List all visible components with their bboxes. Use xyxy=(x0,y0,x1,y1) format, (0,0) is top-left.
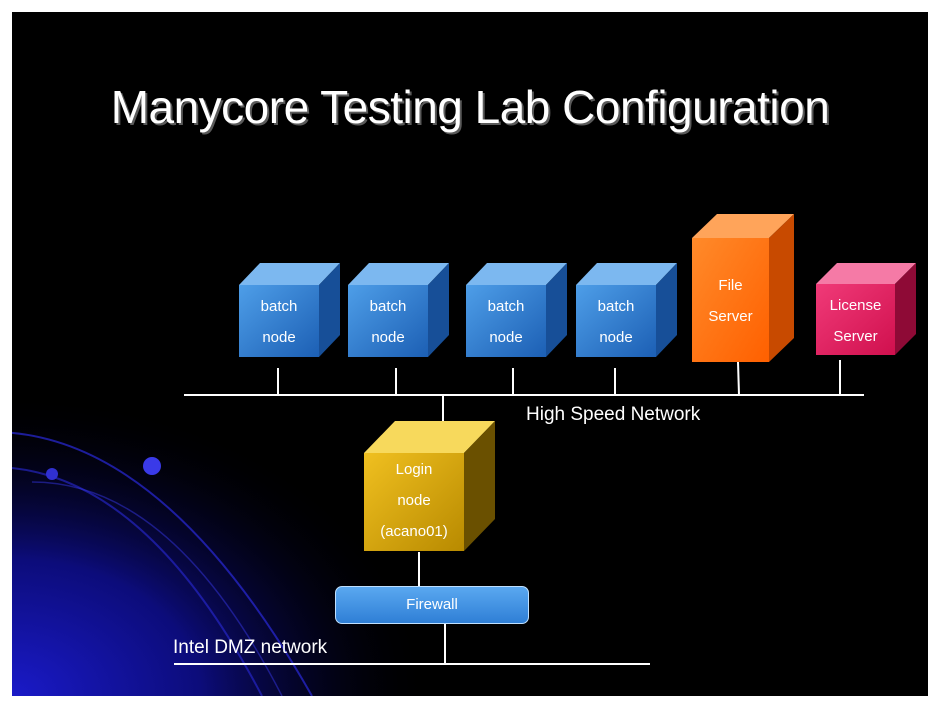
batch-node-2-line2: node xyxy=(371,329,405,346)
firewall: Firewall xyxy=(335,586,529,624)
batch-node-3-line2: node xyxy=(489,329,523,346)
login-node-line3: (acano01) xyxy=(380,523,448,540)
license-server: License Server xyxy=(816,290,895,352)
license-server-shape xyxy=(816,263,916,355)
file-server: File Server xyxy=(692,270,769,332)
file-server-line2: Server xyxy=(708,308,753,325)
file-server-shape xyxy=(692,214,794,362)
batch-node-1-shape xyxy=(239,263,340,357)
network-lines xyxy=(174,360,864,665)
batch-node-3-shape xyxy=(466,263,567,357)
slide-title: Manycore Testing Lab Configuration xyxy=(110,81,830,133)
batch-node-2: batch node xyxy=(348,291,428,353)
batch-node-3: batch node xyxy=(466,291,546,353)
file-server-link xyxy=(737,361,740,396)
license-server-line2: Server xyxy=(833,328,878,345)
batch-node-1-line1: batch xyxy=(260,298,298,315)
batch-node-4-line1: batch xyxy=(597,298,635,315)
diagram-canvas xyxy=(12,214,916,696)
login-node-line1: Login xyxy=(395,461,433,478)
batch-node-1: batch node xyxy=(239,291,319,353)
login-node-line2: node xyxy=(397,492,431,509)
batch-node-2-shape xyxy=(348,263,449,357)
batch-node-4: batch node xyxy=(576,291,656,353)
batch-node-3-line1: batch xyxy=(487,298,525,315)
background-decoration xyxy=(12,392,432,696)
slide: Manycore Testing Lab Configuration batch… xyxy=(12,12,928,696)
batch-node-2-line1: batch xyxy=(369,298,407,315)
batch-node-4-shape xyxy=(576,263,677,357)
dmz-network-label: Intel DMZ network xyxy=(173,637,328,658)
login-node: Login node (acano01) xyxy=(364,454,464,547)
batch-node-1-line2: node xyxy=(262,329,296,346)
login-node-shape xyxy=(364,421,495,551)
high-speed-network-label: High Speed Network xyxy=(526,404,701,425)
file-server-line1: File xyxy=(718,277,743,294)
license-server-line1: License xyxy=(829,297,882,314)
batch-node-4-line2: node xyxy=(599,329,633,346)
